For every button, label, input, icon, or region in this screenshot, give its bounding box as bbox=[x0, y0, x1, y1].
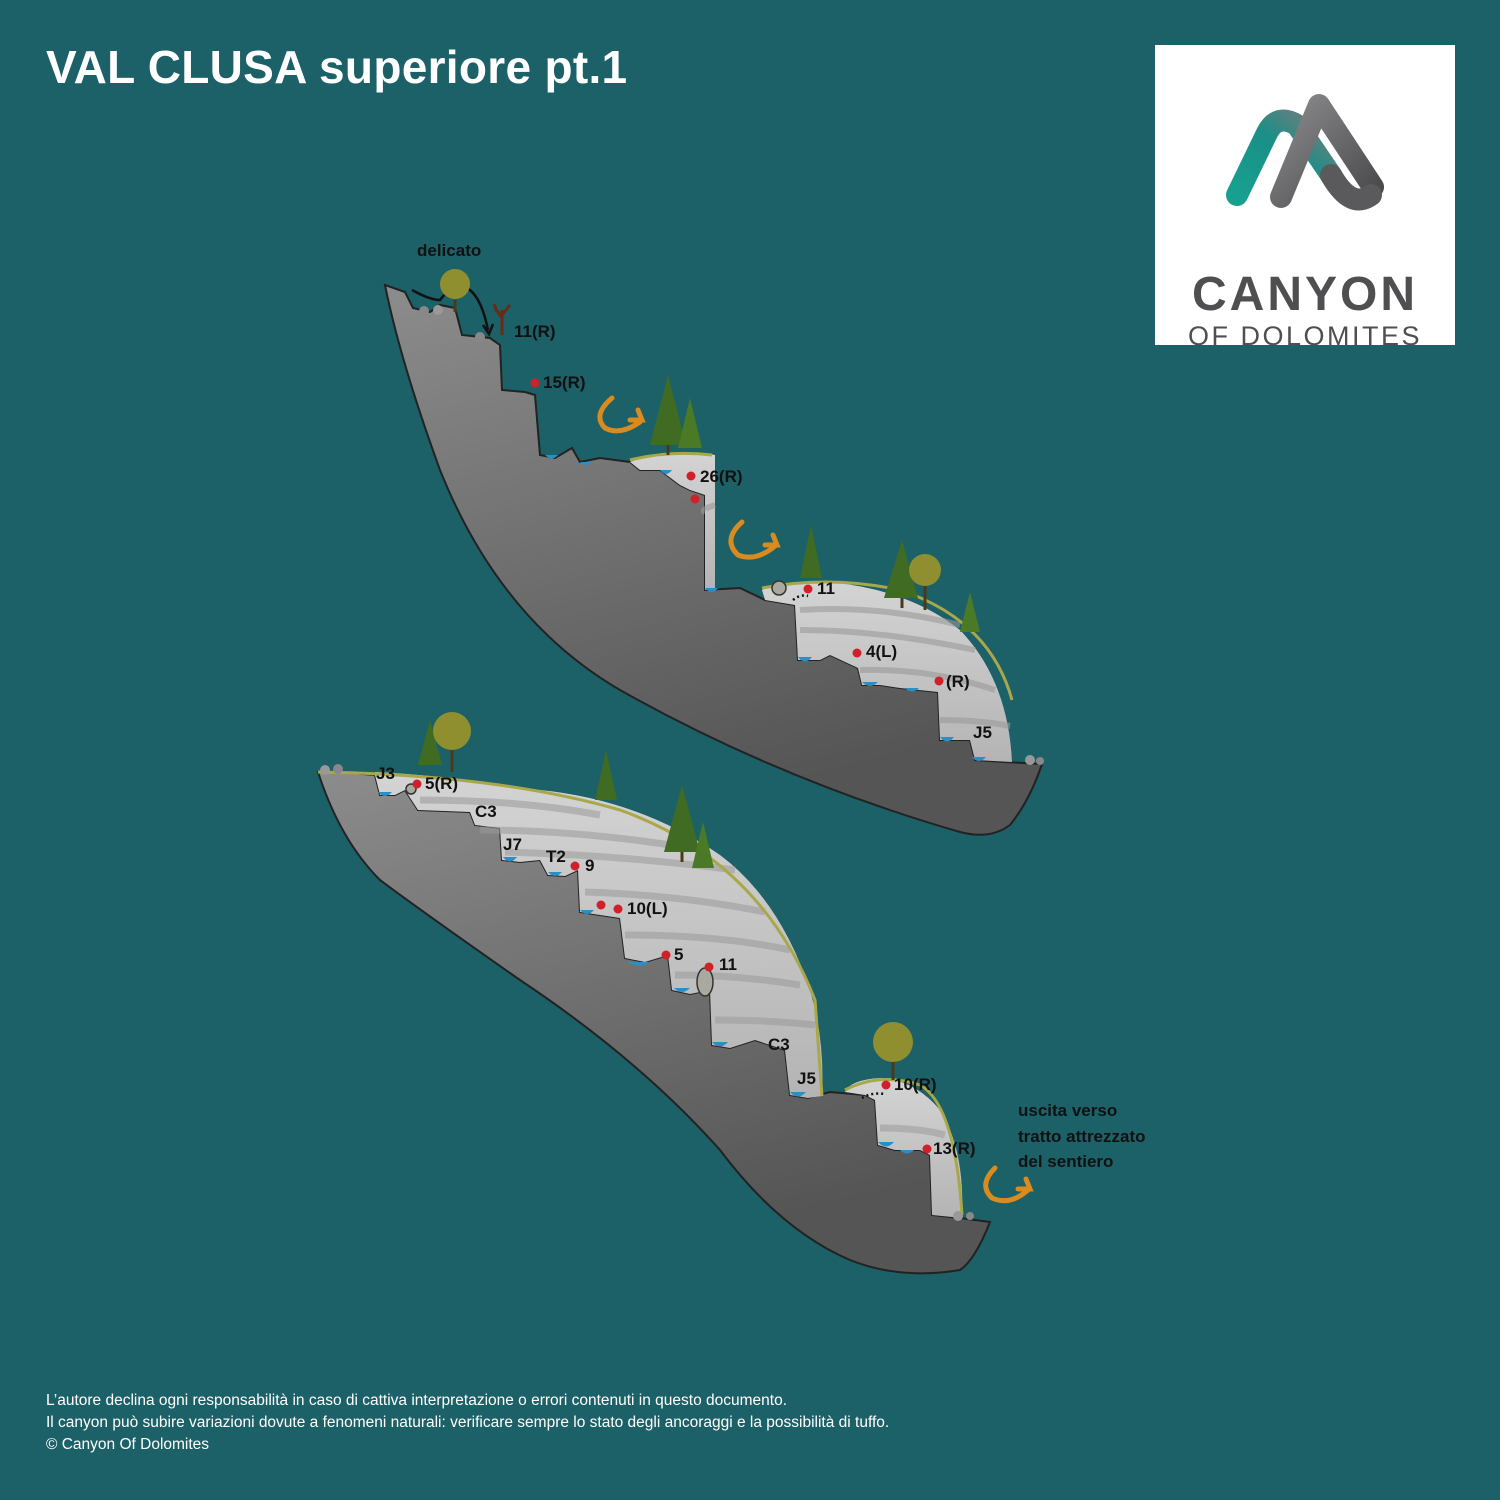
round-tree-icon bbox=[440, 269, 470, 312]
label-anchor: 26(R) bbox=[700, 467, 743, 486]
label-anchor: 10(L) bbox=[627, 899, 668, 918]
label-anchor: 15(R) bbox=[543, 373, 586, 392]
canyon-wall-4 bbox=[845, 1078, 963, 1218]
label-anchor: 5(R) bbox=[425, 774, 458, 793]
label-anchor: 5 bbox=[674, 945, 683, 964]
logo-canyon-text: CANYON bbox=[1191, 268, 1418, 321]
canyon-section-2: J3 5(R) C3 J7 T2 9 10(L) 5 11 C3 J5 10(R… bbox=[316, 712, 1146, 1275]
label-anchor: 13(R) bbox=[933, 1139, 976, 1158]
rock-mass-2 bbox=[316, 771, 992, 1275]
anchor-markers bbox=[412, 779, 932, 1154]
direction-arrow-icon bbox=[597, 395, 781, 560]
disclaimer: L’autore declina ogni responsabilità in … bbox=[46, 1390, 889, 1456]
label-climb: C3 bbox=[475, 802, 497, 821]
label-anchor: 11 bbox=[719, 955, 737, 974]
label-jump: J5 bbox=[797, 1069, 816, 1088]
exit-note-line: uscita verso bbox=[1018, 1101, 1117, 1120]
pine-tree-icon bbox=[650, 375, 980, 632]
label-climb: C3 bbox=[768, 1035, 790, 1054]
mountain-logo-icon bbox=[1226, 94, 1384, 211]
label-jump: J7 bbox=[503, 835, 522, 854]
canyon-wall-3 bbox=[375, 772, 823, 1098]
label-anchor: 9 bbox=[585, 856, 594, 875]
label-jump: J3 bbox=[376, 764, 395, 783]
label-anchor: 11(R) bbox=[514, 322, 556, 341]
label-anchor: 4(L) bbox=[866, 642, 897, 661]
anchor-markers bbox=[530, 378, 944, 686]
canyon-wall-1 bbox=[630, 452, 715, 590]
logo-dolomites-text: OF DOLOMITES bbox=[1187, 321, 1423, 351]
label-anchor: 11 bbox=[817, 579, 835, 598]
round-tree-icon bbox=[433, 712, 913, 1080]
exit-note-line: del sentiero bbox=[1018, 1152, 1113, 1171]
disclaimer-line: Il canyon può subire variazioni dovute a… bbox=[46, 1414, 890, 1431]
note-delicato: delicato bbox=[417, 241, 481, 260]
label-anchor: 10(R) bbox=[894, 1075, 937, 1094]
label-jump: J5 bbox=[973, 723, 992, 742]
logo: CANYON OF DOLOMITES bbox=[1155, 45, 1455, 351]
copyright: © Canyon Of Dolomites bbox=[46, 1436, 210, 1453]
exit-note-line: tratto attrezzato bbox=[1018, 1127, 1146, 1146]
direction-arrow-icon bbox=[983, 1165, 1034, 1204]
rock-mass-1 bbox=[383, 283, 1044, 836]
pine-tree-icon bbox=[418, 720, 714, 868]
disclaimer-line: L’autore declina ogni responsabilità in … bbox=[46, 1392, 788, 1409]
page-title: VAL CLUSA superiore pt.1 bbox=[46, 41, 628, 93]
label-toboggan: T2 bbox=[546, 847, 566, 866]
canyon-section-1: delicato 11(R) 15(R) 26(R) 11 4(L) (R) J… bbox=[383, 241, 1044, 836]
dead-tree-icon bbox=[492, 303, 512, 335]
round-tree-icon bbox=[909, 554, 941, 610]
label-anchor: (R) bbox=[946, 672, 970, 691]
